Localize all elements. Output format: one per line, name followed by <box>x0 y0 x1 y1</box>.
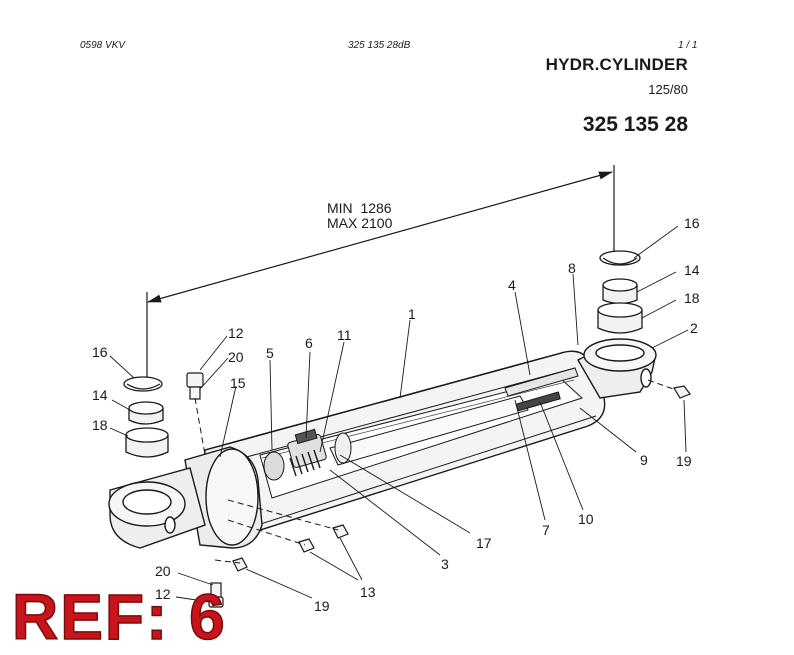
reference-label: REF: 6 <box>11 581 227 653</box>
callout-9: 9 <box>640 452 648 468</box>
right-bearing-set <box>597 250 643 334</box>
left-bearing-set <box>123 376 169 458</box>
dimension-arrow <box>146 165 615 378</box>
callout-7: 7 <box>542 522 550 538</box>
callout-18-right: 18 <box>684 290 700 306</box>
callout-5: 5 <box>266 345 274 361</box>
callout-13: 13 <box>360 584 376 600</box>
callout-10: 10 <box>578 511 594 527</box>
rear-eye <box>108 467 206 549</box>
callout-20-bottom: 20 <box>155 563 171 579</box>
callout-16-left: 16 <box>92 344 108 360</box>
callout-11: 11 <box>337 327 352 343</box>
fittings <box>186 372 691 608</box>
callout-labels: 16 14 18 12 20 15 5 6 11 1 4 8 16 14 18 … <box>92 215 700 614</box>
page-indicator: 1 / 1 <box>678 40 698 51</box>
callout-16-right: 16 <box>684 215 700 231</box>
callout-3: 3 <box>441 556 449 572</box>
callout-19-right: 19 <box>676 453 692 469</box>
callout-8: 8 <box>568 260 576 276</box>
callout-6: 6 <box>305 335 313 351</box>
part-number: 325 135 28 <box>582 113 688 136</box>
callout-2: 2 <box>690 320 698 336</box>
leader-lines <box>109 225 689 603</box>
callout-18-left: 18 <box>92 417 108 433</box>
drawing-title: HYDR.CYLINDER <box>545 55 688 74</box>
front-eye <box>577 338 657 399</box>
callout-14-left: 14 <box>92 387 108 403</box>
callout-14-right: 14 <box>684 262 700 278</box>
callout-15: 15 <box>230 375 246 391</box>
assembly-lines <box>194 379 677 564</box>
callout-12-top: 12 <box>228 325 244 341</box>
doc-code: 0598 VKV <box>80 40 126 51</box>
callout-4: 4 <box>508 277 516 293</box>
callout-1: 1 <box>408 306 416 322</box>
callout-20-top: 20 <box>228 349 244 365</box>
internal-parts <box>263 367 579 481</box>
callout-17: 17 <box>476 535 492 551</box>
cylinder-size: 125/80 <box>648 82 688 97</box>
callout-12-bottom: 12 <box>155 586 171 602</box>
callout-19-bottom: 19 <box>314 598 330 614</box>
drawing-reference: 325 135 28dB <box>348 40 411 51</box>
